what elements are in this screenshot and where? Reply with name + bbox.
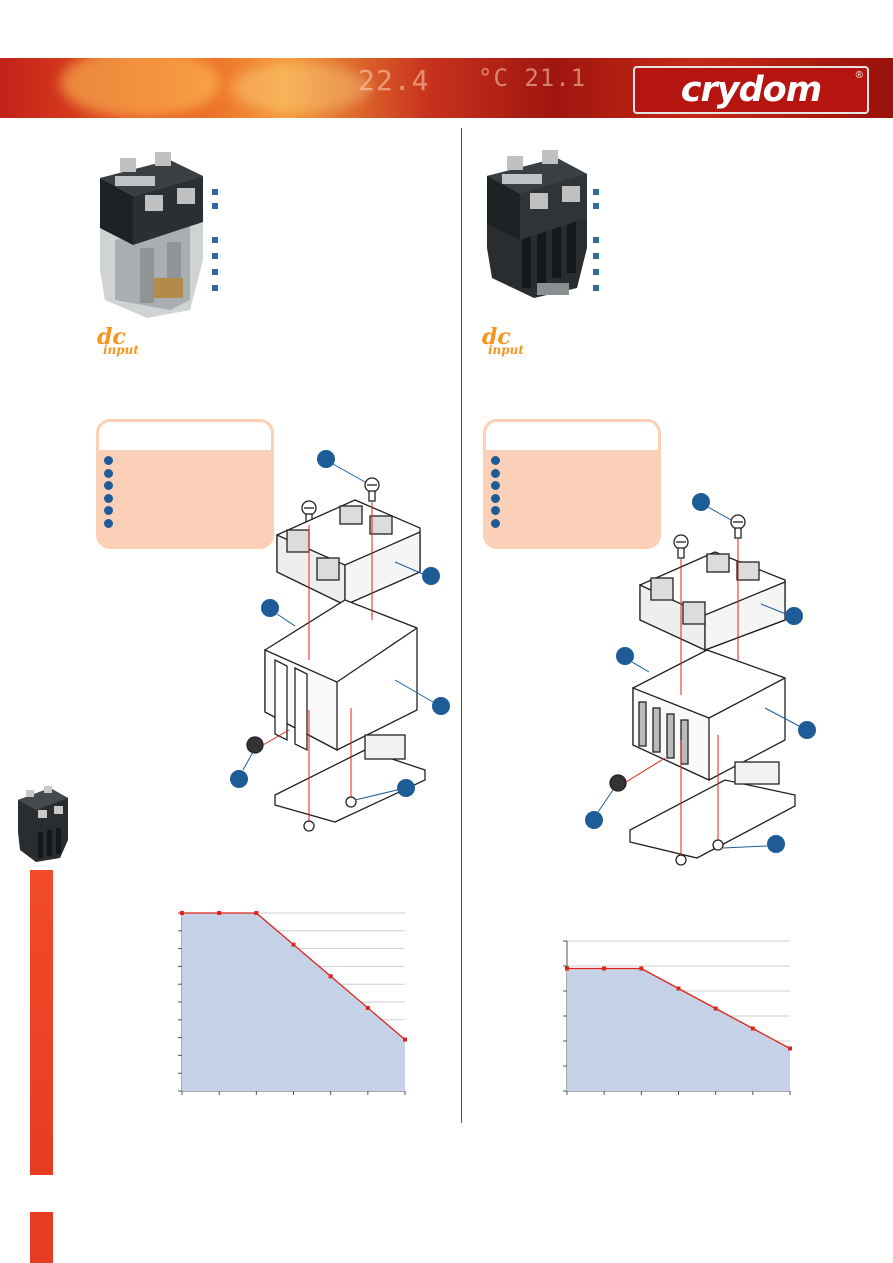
registered-mark: ® xyxy=(855,70,863,81)
derating-chart-right xyxy=(563,940,792,1095)
product-photo-right xyxy=(487,150,587,298)
kit-box-fill xyxy=(99,450,271,546)
data-point xyxy=(639,966,644,971)
dc-input-badge-left: dc input xyxy=(97,326,139,356)
logo-text: crydom xyxy=(680,69,822,110)
kit-box-fill xyxy=(486,450,658,546)
data-point xyxy=(180,911,184,915)
kit-contents-box-left xyxy=(96,419,274,549)
banner-flare xyxy=(230,63,370,113)
data-point xyxy=(291,942,296,947)
data-point xyxy=(713,1006,718,1011)
input-badge-text: input xyxy=(488,343,524,357)
banner-readout-2: °C 21.1 xyxy=(478,64,587,92)
input-badge-text: input xyxy=(103,343,139,357)
banner-flare xyxy=(60,58,220,118)
kit-part-markers xyxy=(491,456,500,531)
kit-part-markers xyxy=(104,456,113,531)
data-point xyxy=(365,1005,370,1010)
exploded-assembly-right xyxy=(585,493,816,866)
area-fill xyxy=(567,968,790,1091)
banner-readout-1: 22.4 xyxy=(358,64,430,97)
data-point xyxy=(602,966,607,971)
data-point xyxy=(328,974,333,979)
exploded-assembly-left xyxy=(230,450,450,832)
data-point xyxy=(403,1037,407,1042)
data-point xyxy=(254,911,259,915)
side-accent-bar xyxy=(30,870,53,1175)
dc-input-badge-right: dc input xyxy=(482,326,524,356)
data-point xyxy=(565,966,569,971)
data-point xyxy=(750,1026,755,1031)
kit-contents-box-right xyxy=(483,419,661,549)
data-point xyxy=(788,1046,792,1051)
dc-badge-text: dc xyxy=(97,324,126,350)
data-point xyxy=(676,986,681,991)
dc-badge-text: dc xyxy=(482,324,511,350)
data-point xyxy=(217,911,222,915)
column-divider xyxy=(461,128,462,1123)
product-photo-left xyxy=(100,152,203,318)
relay-thumbnail xyxy=(18,786,68,862)
derating-chart-left xyxy=(178,911,407,1095)
side-accent-bar-bottom xyxy=(30,1212,53,1263)
area-fill xyxy=(182,913,405,1091)
crydom-logo: crydom ® xyxy=(633,66,869,114)
